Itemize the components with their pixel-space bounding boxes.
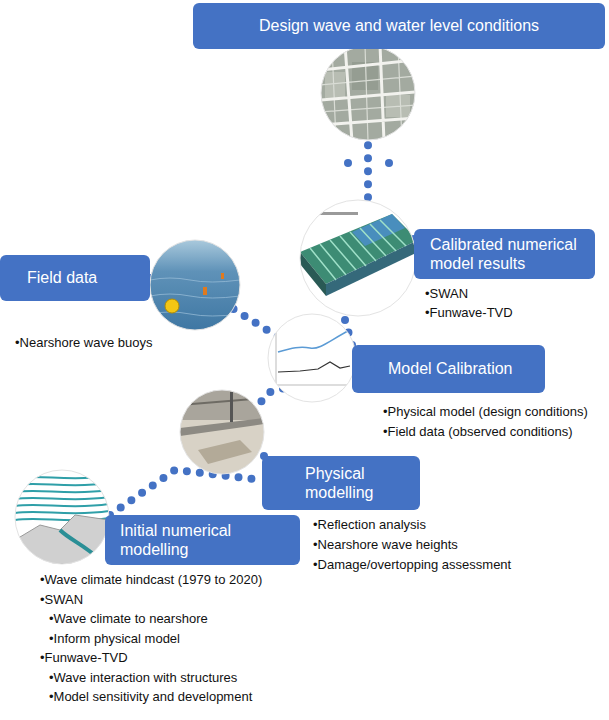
bullet-list: •SWAN•Funwave-TVD (425, 284, 513, 322)
process-box: Design wave and water level conditions (193, 3, 605, 49)
photo-frame (15, 470, 109, 564)
bullet-item: •Funwave-TVD (425, 303, 513, 322)
process-box: Field data•Nearshore wave buoys (0, 255, 150, 301)
bullet-item: •Inform physical model (49, 629, 262, 649)
sea-photo (150, 240, 240, 330)
bullet-item: •Nearshore wave buoys (15, 333, 153, 352)
bullet-item: •Physical model (design conditions) (383, 402, 588, 422)
photo-frame (180, 390, 264, 474)
dotted-connector (110, 470, 262, 515)
wave-model-image (15, 470, 109, 564)
bullet-item: •Nearshore wave heights (313, 535, 511, 555)
box-heading: Field data (27, 268, 97, 287)
bullet-item: •Funwave-TVD (40, 648, 262, 668)
box-heading: Model Calibration (388, 359, 513, 378)
box-heading: Design wave and water level conditions (259, 16, 539, 35)
process-box: Model Calibration•Physical model (design… (352, 345, 545, 393)
bullet-item: •Wave climate to nearshore (49, 609, 262, 629)
bullet-item: •Reflection analysis (313, 515, 511, 535)
bullet-item: •Damage/overtopping assessment (313, 555, 511, 575)
box-heading: Initial numerical modelling (120, 521, 290, 559)
connector-dot (344, 159, 352, 167)
photo-frame (268, 314, 356, 402)
box-heading: Calibrated numerical model results (430, 235, 587, 273)
process-box: Initial numerical modelling•Wave climate… (105, 515, 300, 565)
bullet-item: •SWAN (425, 284, 513, 303)
box-heading: Physical modelling (305, 464, 412, 502)
model-result-image (300, 200, 418, 316)
bullet-item: •Model sensitivity and development (49, 687, 262, 707)
calibration-chart (268, 314, 356, 402)
process-box: Calibrated numerical model results•SWAN•… (414, 229, 595, 279)
connector-dot (385, 159, 393, 167)
bullet-item: •SWAN (40, 590, 262, 610)
bullet-item: •Wave interaction with structures (49, 668, 262, 688)
lab-photo (180, 390, 264, 474)
bullet-item: •Wave climate hindcast (1979 to 2020) (40, 570, 262, 590)
photo-frame (300, 200, 416, 316)
bullet-list: •Nearshore wave buoys (15, 333, 153, 352)
bullet-list: •Wave climate hindcast (1979 to 2020)•SW… (40, 570, 262, 707)
bullet-item: •Field data (observed conditions) (383, 422, 588, 442)
photo-frame (150, 240, 240, 330)
process-box: Physical modelling•Reflection analysis•N… (262, 456, 420, 510)
photo-frame (321, 46, 415, 140)
bullet-list: •Physical model (design conditions)•Fiel… (383, 402, 588, 442)
bullet-list: •Reflection analysis•Nearshore wave heig… (313, 515, 511, 575)
map-photo (320, 45, 416, 141)
